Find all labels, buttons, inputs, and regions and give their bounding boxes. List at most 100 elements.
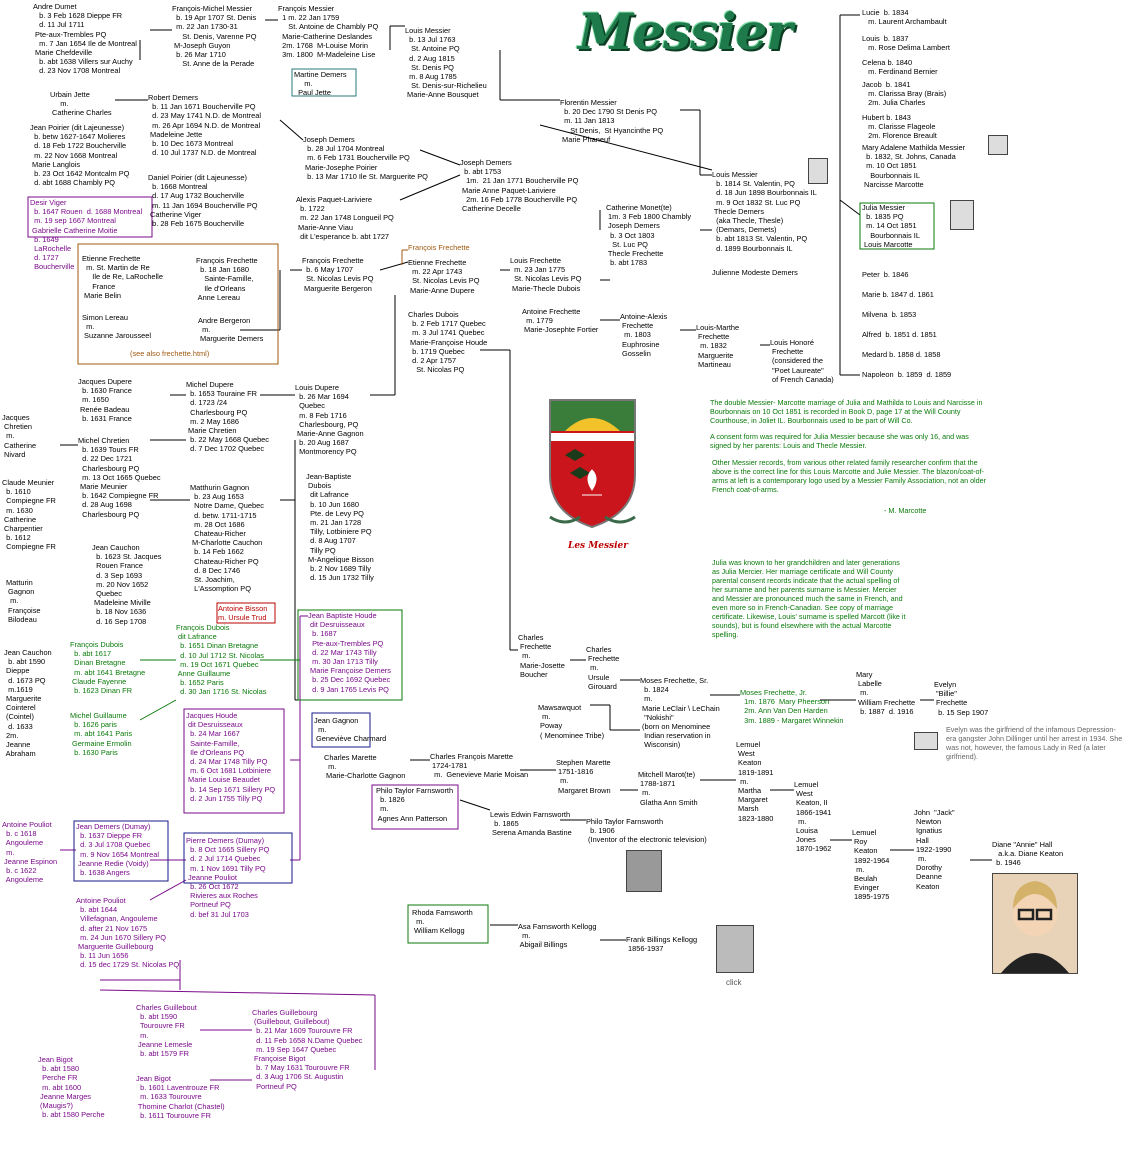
- person-entry: Hubert b. 1843 m. Clarisse Flageole 2m. …: [862, 113, 937, 141]
- person-entry: Florentin Messier b. 20 Dec 1790 St Deni…: [560, 98, 664, 144]
- person-entry: Charles Frechette m. Ursule Girouard: [586, 645, 620, 691]
- person-entry: Marie b. 1847 d. 1861: [862, 290, 934, 299]
- person-entry: Daniel Poirier (dit Lajeunesse) b. 1668 …: [148, 173, 258, 229]
- person-entry: Etienne Frechette m. 22 Apr 1743 St. Nic…: [408, 258, 480, 295]
- person-entry: Frank Billings Kellogg 1856-1937: [626, 935, 698, 954]
- person-entry: John "Jack" Newton Ignatius Hall 1922-19…: [914, 808, 955, 891]
- person-entry: Charles Frechette m. Marie-Josette Bouch…: [518, 633, 565, 679]
- click-label[interactable]: click: [726, 978, 742, 987]
- person-entry: François-Michel Messier b. 19 Apr 1707 S…: [172, 4, 257, 69]
- evelyn-note: Evelyn was the girlfriend of the infamou…: [946, 725, 1123, 761]
- julia-photo[interactable]: [950, 200, 974, 230]
- person-entry: Catherine Monet(te) 1m. 3 Feb 1800 Chamb…: [606, 203, 692, 268]
- see-also-link[interactable]: (see also frechette.html): [130, 349, 210, 358]
- person-entry: François Frechette: [408, 243, 470, 252]
- person-entry: Joseph Demers b. abt 1753 1m. 21 Jan 177…: [460, 158, 579, 214]
- person-entry: Mitchell Marot(te) 1788-1871 m. Glatha A…: [638, 770, 698, 807]
- person-entry: Joseph Demers b. 28 Jul 1704 Montreal m.…: [303, 135, 428, 181]
- photo-thumbnail[interactable]: [988, 135, 1008, 155]
- person-entry: Jean Cauchon b. abt 1590 Dieppe d. 1673 …: [4, 648, 52, 759]
- person-entry: Urbain Jette m. Catherine Charles: [50, 90, 112, 118]
- coat-of-arms-icon: [549, 399, 636, 529]
- person-entry: Medard b. 1858 d. 1858: [862, 350, 941, 359]
- person-entry: François Frechette b. 18 Jan 1680 Sainte…: [196, 256, 258, 302]
- person-entry: Rhoda Farnsworth m. William Kellogg: [412, 908, 473, 936]
- marriage-note: The double Messier- Marcotte marriage of…: [710, 398, 983, 425]
- records-note: Other Messier records, from various othe…: [712, 458, 987, 494]
- person-entry: Mawsawquot m. Poway ( Menominee Tribe): [538, 703, 605, 740]
- person-entry: Jean Demers (Dumay) b. 1637 Dieppe FR d.…: [76, 822, 159, 878]
- person-entry: Evelyn "Billie" Frechette b. 15 Sep 1907: [934, 680, 989, 717]
- kellogg-photo[interactable]: [716, 925, 754, 973]
- person-entry: Jacques Dupere b. 1630 France m. 1650 Re…: [78, 377, 132, 423]
- person-entry: Jacques Houde dit Desruisseaux b. 24 Mar…: [186, 711, 276, 803]
- person-entry: Antoine Bisson m. Ursule Trud: [218, 604, 268, 623]
- person-entry: Asa Farnsworth Kellogg m. Abigail Billin…: [518, 922, 597, 950]
- person-entry: Antoine Pouliot b. c 1618 Angouleme m. J…: [2, 820, 58, 885]
- person-entry: Antoine-Alexis Frechette m. 1803 Euphros…: [620, 312, 668, 358]
- person-entry: Simon Lereau m. Suzanne Jarousseel: [82, 313, 152, 341]
- person-entry: Mary Adalene Mathilda Messier b. 1832, S…: [862, 143, 966, 189]
- person-entry: Mary Labelle m. William Frechette b. 188…: [856, 670, 916, 716]
- person-entry: François Dubois b. abt 1617 Dinan Bretag…: [70, 640, 146, 696]
- person-entry: Lemuel Roy Keaton 1892-1964 m. Beulah Ev…: [852, 828, 890, 902]
- evelyn-photo[interactable]: [914, 732, 938, 750]
- person-entry: Lucie b. 1834 m. Laurent Archambault: [862, 8, 947, 27]
- person-entry: Peter b. 1846: [862, 270, 909, 279]
- person-entry: Michel Dupere b. 1653 Touraine FR d. 172…: [186, 380, 269, 454]
- person-entry: François Dubois dit Lafrance b. 1651 Din…: [176, 623, 267, 697]
- person-entry: Louis Dupere b. 26 Mar 1694 Quebec m. 8 …: [295, 383, 364, 457]
- person-entry: Moses Frechette, Jr. 1m. 1876 Mary Pheer…: [740, 688, 844, 725]
- person-entry: Julienne Modeste Demers: [712, 268, 798, 277]
- person-entry: Charles Dubois b. 2 Feb 1717 Quebec m. 3…: [408, 310, 488, 375]
- person-entry: Matturin Gagnon m. Françoise Bilodeau: [6, 578, 41, 624]
- person-entry: Louis Frechette m. 23 Jan 1775 St. Nicol…: [510, 256, 582, 293]
- person-entry: François Frechette b. 6 May 1707 St. Nic…: [302, 256, 374, 293]
- person-entry: Antoine Pouliot b. abt 1644 Villefagnan,…: [76, 896, 180, 970]
- person-entry: Matthurin Gagnon b. 23 Aug 1653 Notre Da…: [190, 483, 264, 594]
- person-entry: Celena b. 1840 m. Ferdinand Bernier: [862, 58, 938, 77]
- person-entry: Moses Frechette, Sr. b. 1824 m. Marie Le…: [640, 676, 720, 750]
- person-entry: Lemuel West Keaton, II 1866-1941 m. Loui…: [794, 780, 832, 854]
- person-entry: François Messier 1 m. 22 Jan 1759 St. An…: [278, 4, 379, 60]
- note-signature: - M. Marcotte: [884, 506, 927, 515]
- person-entry: Michel Guillaume b. 1626 paris m. abt 16…: [70, 711, 133, 757]
- person-entry: Louis Honoré Frechette (considered the "…: [770, 338, 834, 384]
- person-entry: Charles Marette m. Marie-Charlotte Gagno…: [324, 753, 406, 781]
- person-entry: Alexis Paquet-Lariviere b. 1722 m. 22 Ja…: [296, 195, 394, 241]
- consent-note: A consent form was required for Julia Me…: [710, 432, 969, 450]
- person-entry: Pierre Demers (Dumay) b. 8 Oct 1665 Sill…: [186, 836, 270, 919]
- farnsworth-photo[interactable]: [626, 850, 662, 892]
- person-entry: Lewis Edwin Farnsworth b. 1865 Serena Am…: [490, 810, 572, 838]
- person-entry: Jacques Chretien m. Catherine Nivard: [2, 413, 37, 459]
- person-entry: Andre Dumet b. 3 Feb 1628 Dieppe FR d. 1…: [33, 2, 137, 76]
- person-entry: Louis-Marthe Frechette m. 1832 Marguerit…: [696, 323, 740, 369]
- person-entry: Philo Taylor Farnsworth b. 1906 (Invento…: [586, 817, 707, 845]
- person-entry: Diane "Annie" Hall a.k.a. Diane Keaton b…: [992, 840, 1064, 868]
- person-entry: Charles Guillebourg (Guillebout, Guilleb…: [252, 1008, 363, 1091]
- person-entry: Charles François Marette 1724-1781 m. Ge…: [430, 752, 529, 780]
- person-entry: Jean Cauchon b. 1623 St. Jacques Rouen F…: [92, 543, 162, 626]
- person-entry: Jean Gagnon m. Geneviève Charmard: [314, 716, 387, 744]
- person-entry: Claude Meunier b. 1610 Compiegne FR m. 1…: [2, 478, 56, 552]
- person-entry: Andre Bergeron m. Marguerite Demers: [198, 316, 264, 344]
- photo-thumbnail[interactable]: [808, 158, 828, 184]
- person-entry: Louis Messier b. 1814 St. Valentin, PQ d…: [712, 170, 817, 253]
- person-entry: Louis b. 1837 m. Rose Delima Lambert: [862, 34, 950, 53]
- julia-note: Julia was known to her grandchildren and…: [712, 558, 906, 639]
- person-entry: Stephen Marette 1751-1816 m. Margaret Br…: [556, 758, 611, 795]
- person-entry: Jean Bigot b. abt 1580 Perche FR m. abt …: [38, 1055, 105, 1120]
- person-entry: Philo Taylor Farnsworth b. 1826 m. Agnes…: [376, 786, 454, 823]
- person-entry: Jean Poirier (dit Lajeunesse) b. betw 16…: [30, 123, 130, 188]
- person-entry: Jean Bigot b. 1601 Laventrouze FR m. 163…: [136, 1074, 225, 1120]
- person-entry: Antoine Frechette m. 1779 Marie-Josephte…: [522, 307, 599, 335]
- person-entry: Jean-Baptiste Dubois dit Lafrance b. 10 …: [306, 472, 374, 583]
- diane-keaton-photo[interactable]: [992, 873, 1078, 974]
- person-entry: Desir Viger b. 1647 Rouen d. 1688 Montre…: [30, 198, 143, 272]
- person-entry: Charles Guillebout b. abt 1590 Tourouvre…: [136, 1003, 197, 1059]
- person-entry: Etienne Frechette m. St. Martin de Re Il…: [82, 254, 163, 300]
- person-entry: Robert Demers b. 11 Jan 1671 Bouchervill…: [148, 93, 261, 158]
- person-entry: Napoleon b. 1859 d. 1859: [862, 370, 952, 379]
